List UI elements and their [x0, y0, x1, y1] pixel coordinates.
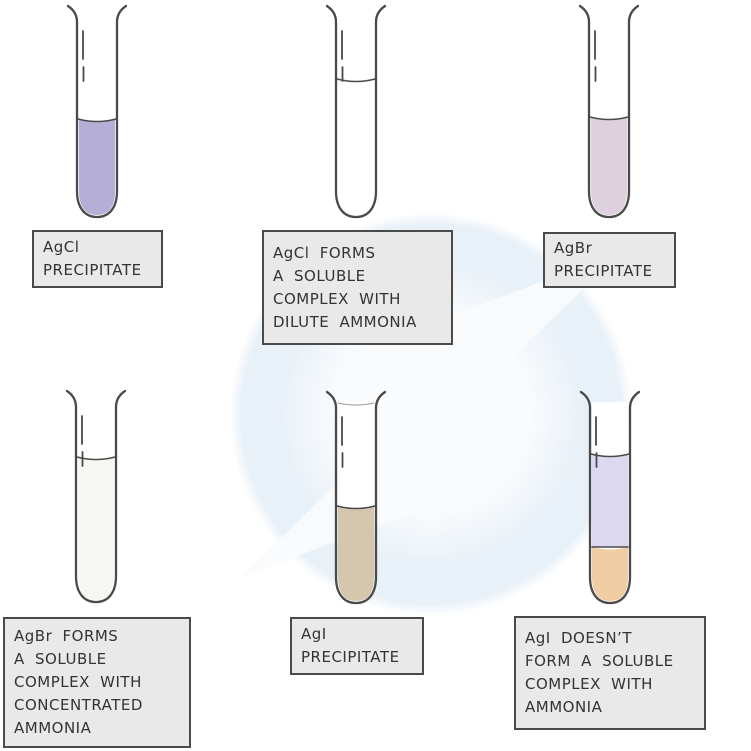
label-line: A SOLUBLE [273, 266, 366, 285]
test-tube-agi-precipitate [325, 390, 387, 605]
label-box-agcl-soluble-complex: AgCl FORMS A SOLUBLE COMPLEX WITH DILUTE… [262, 230, 453, 345]
label-line: AgI [301, 625, 327, 643]
tube-contents [592, 547, 628, 601]
label-box-agcl-precipitate: AgCl PRECIPITATE [32, 230, 163, 288]
label-line: COMPLEX WITH [14, 673, 142, 691]
test-tube-agbr-precipitate [578, 4, 640, 219]
label-line: AgI DOESN’T [525, 629, 632, 647]
liquid-surface-line [77, 118, 117, 123]
tube-contents [338, 506, 374, 601]
tube-contents [591, 117, 627, 215]
label-line: COMPLEX WITH [525, 675, 653, 693]
tube-contents [592, 454, 628, 547]
label-box-agbr-precipitate: AgBr PRECIPITATE [543, 232, 676, 288]
label-line: AMMONIA [525, 698, 603, 716]
label-line: AgCl FORMS [273, 243, 376, 262]
label-line: PRECIPITATE [301, 648, 400, 666]
label-line: COMPLEX WITH [273, 289, 401, 308]
label-line: PRECIPITATE [43, 261, 142, 279]
label-box-agbr-soluble-complex: AgBr FORMS A SOLUBLE COMPLEX WITH CONCEN… [3, 617, 191, 748]
tube-outline [65, 389, 127, 604]
label-box-agi-no-complex: AgI DOESN’T FORM A SOLUBLE COMPLEX WITH … [514, 616, 706, 730]
test-tube-agcl-precipitate [66, 4, 128, 219]
label-line: AgBr FORMS [14, 627, 119, 645]
liquid-surface-line [76, 456, 116, 461]
label-line: A SOLUBLE [14, 650, 107, 668]
label-line: AgCl [43, 238, 80, 256]
tube-outline [66, 4, 128, 219]
tube-contents [338, 79, 374, 215]
label-line: FORM A SOLUBLE [525, 652, 674, 670]
label-line: AgBr [554, 239, 593, 257]
tube-contents [78, 457, 114, 600]
label-line: CONCENTRATED [14, 696, 143, 714]
label-line: DILUTE AMMONIA [273, 312, 417, 331]
test-tube-agbr-soluble-complex [65, 389, 127, 604]
liquid-surface-line [589, 116, 629, 121]
liquid-surface-line [336, 78, 376, 83]
tube-contents [79, 119, 115, 215]
label-box-agi-precipitate: AgI PRECIPITATE [290, 617, 424, 675]
test-tube-agcl-soluble-complex [325, 4, 387, 219]
test-tube-agi-no-complex [579, 390, 641, 605]
label-line: PRECIPITATE [554, 262, 653, 280]
label-line: AMMONIA [14, 719, 92, 737]
